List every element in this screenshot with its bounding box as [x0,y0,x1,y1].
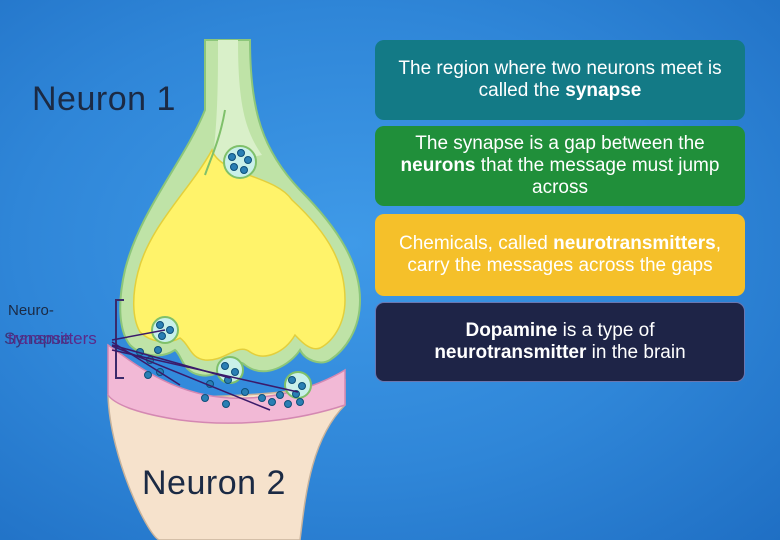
box2-text-bold: neurons [400,155,476,176]
box4-text-bold: Dopamine [465,320,558,341]
box2-text-pre: The synapse is a gap between the [415,133,705,154]
axon-inner [212,40,262,165]
pointer-arrows [111,329,299,411]
box4-text-post: in the brain [586,342,686,363]
box3-text-pre: Chemicals, called [398,233,554,254]
synapse-label: Synapse [4,329,71,348]
box2-text-post: that the message must jump across [475,155,720,198]
box3-text-post: , carry the messages across the gaps [407,233,722,276]
box4-text-mid: is a type of [557,320,655,341]
box1-text-bold: synapse [565,80,642,101]
neurotransmitters-label-line2: transmitters [8,329,97,348]
info-box-neurotransmitters: Chemicals, called neurotransmitters, car… [375,214,745,296]
neurotransmitters-label-line1: Neuro- [8,302,54,319]
info-box-synapse-definition: The region where two neurons meet is cal… [375,40,745,120]
box3-text-bold: neurotransmitters [553,233,716,254]
neuron2-label: Neuron 2 [142,464,286,502]
neuron1-label: Neuron 1 [32,80,176,118]
box1-text-pre: The region where two neurons meet is cal… [398,58,722,101]
terminal-interior [133,148,346,361]
info-box-dopamine: Dopamine is a type of neurotransmitter i… [375,302,745,382]
vesicle-top-dots [228,149,252,174]
neurotransmitter-dots [136,321,306,408]
box4-text-bold2: neurotransmitter [434,342,587,363]
info-box-synapse-gap: The synapse is a gap between the neurons… [375,126,745,206]
